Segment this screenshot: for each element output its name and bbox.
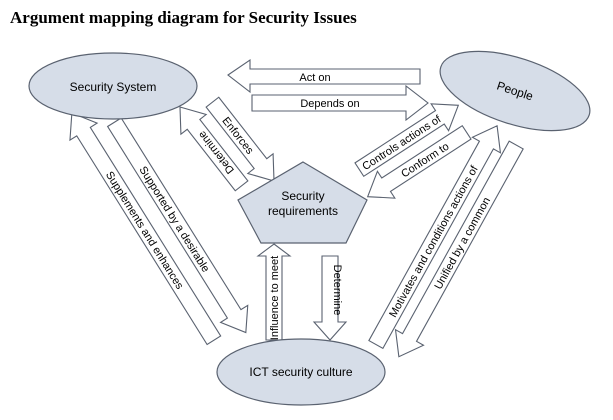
arrow-label-influence-to-meet: Influence to meet [269,256,281,340]
node-ict-security-culture: ICT security culture [216,338,386,406]
node-label-ict-security-culture: ICT security culture [249,365,352,379]
arrow-supported-by-a-desirable: Supported by a desirable [106,117,249,334]
arrow-determine-bottom: Determine [312,255,348,341]
node-label-security-requirements-line1: Security [281,189,324,203]
arrow-influence-to-meet: Influence to meet [256,243,292,341]
node-label-security-system: Security System [70,80,157,94]
arrow-label-depends-on: Depends on [300,98,359,110]
arrow-label-act-on: Act on [299,72,330,84]
node-label-security-requirements-line2: requirements [268,204,338,218]
arrow-act-on: Act on [227,58,421,94]
diagram-title: Argument mapping diagram for Security Is… [10,8,357,27]
node-security-requirements: Security requirements [237,161,368,244]
node-people: People [439,50,591,132]
node-security-system: Security System [28,52,198,120]
arrow-label-determine-bottom: Determine [331,265,343,316]
arrow-depends-on: Depends on [251,84,429,122]
